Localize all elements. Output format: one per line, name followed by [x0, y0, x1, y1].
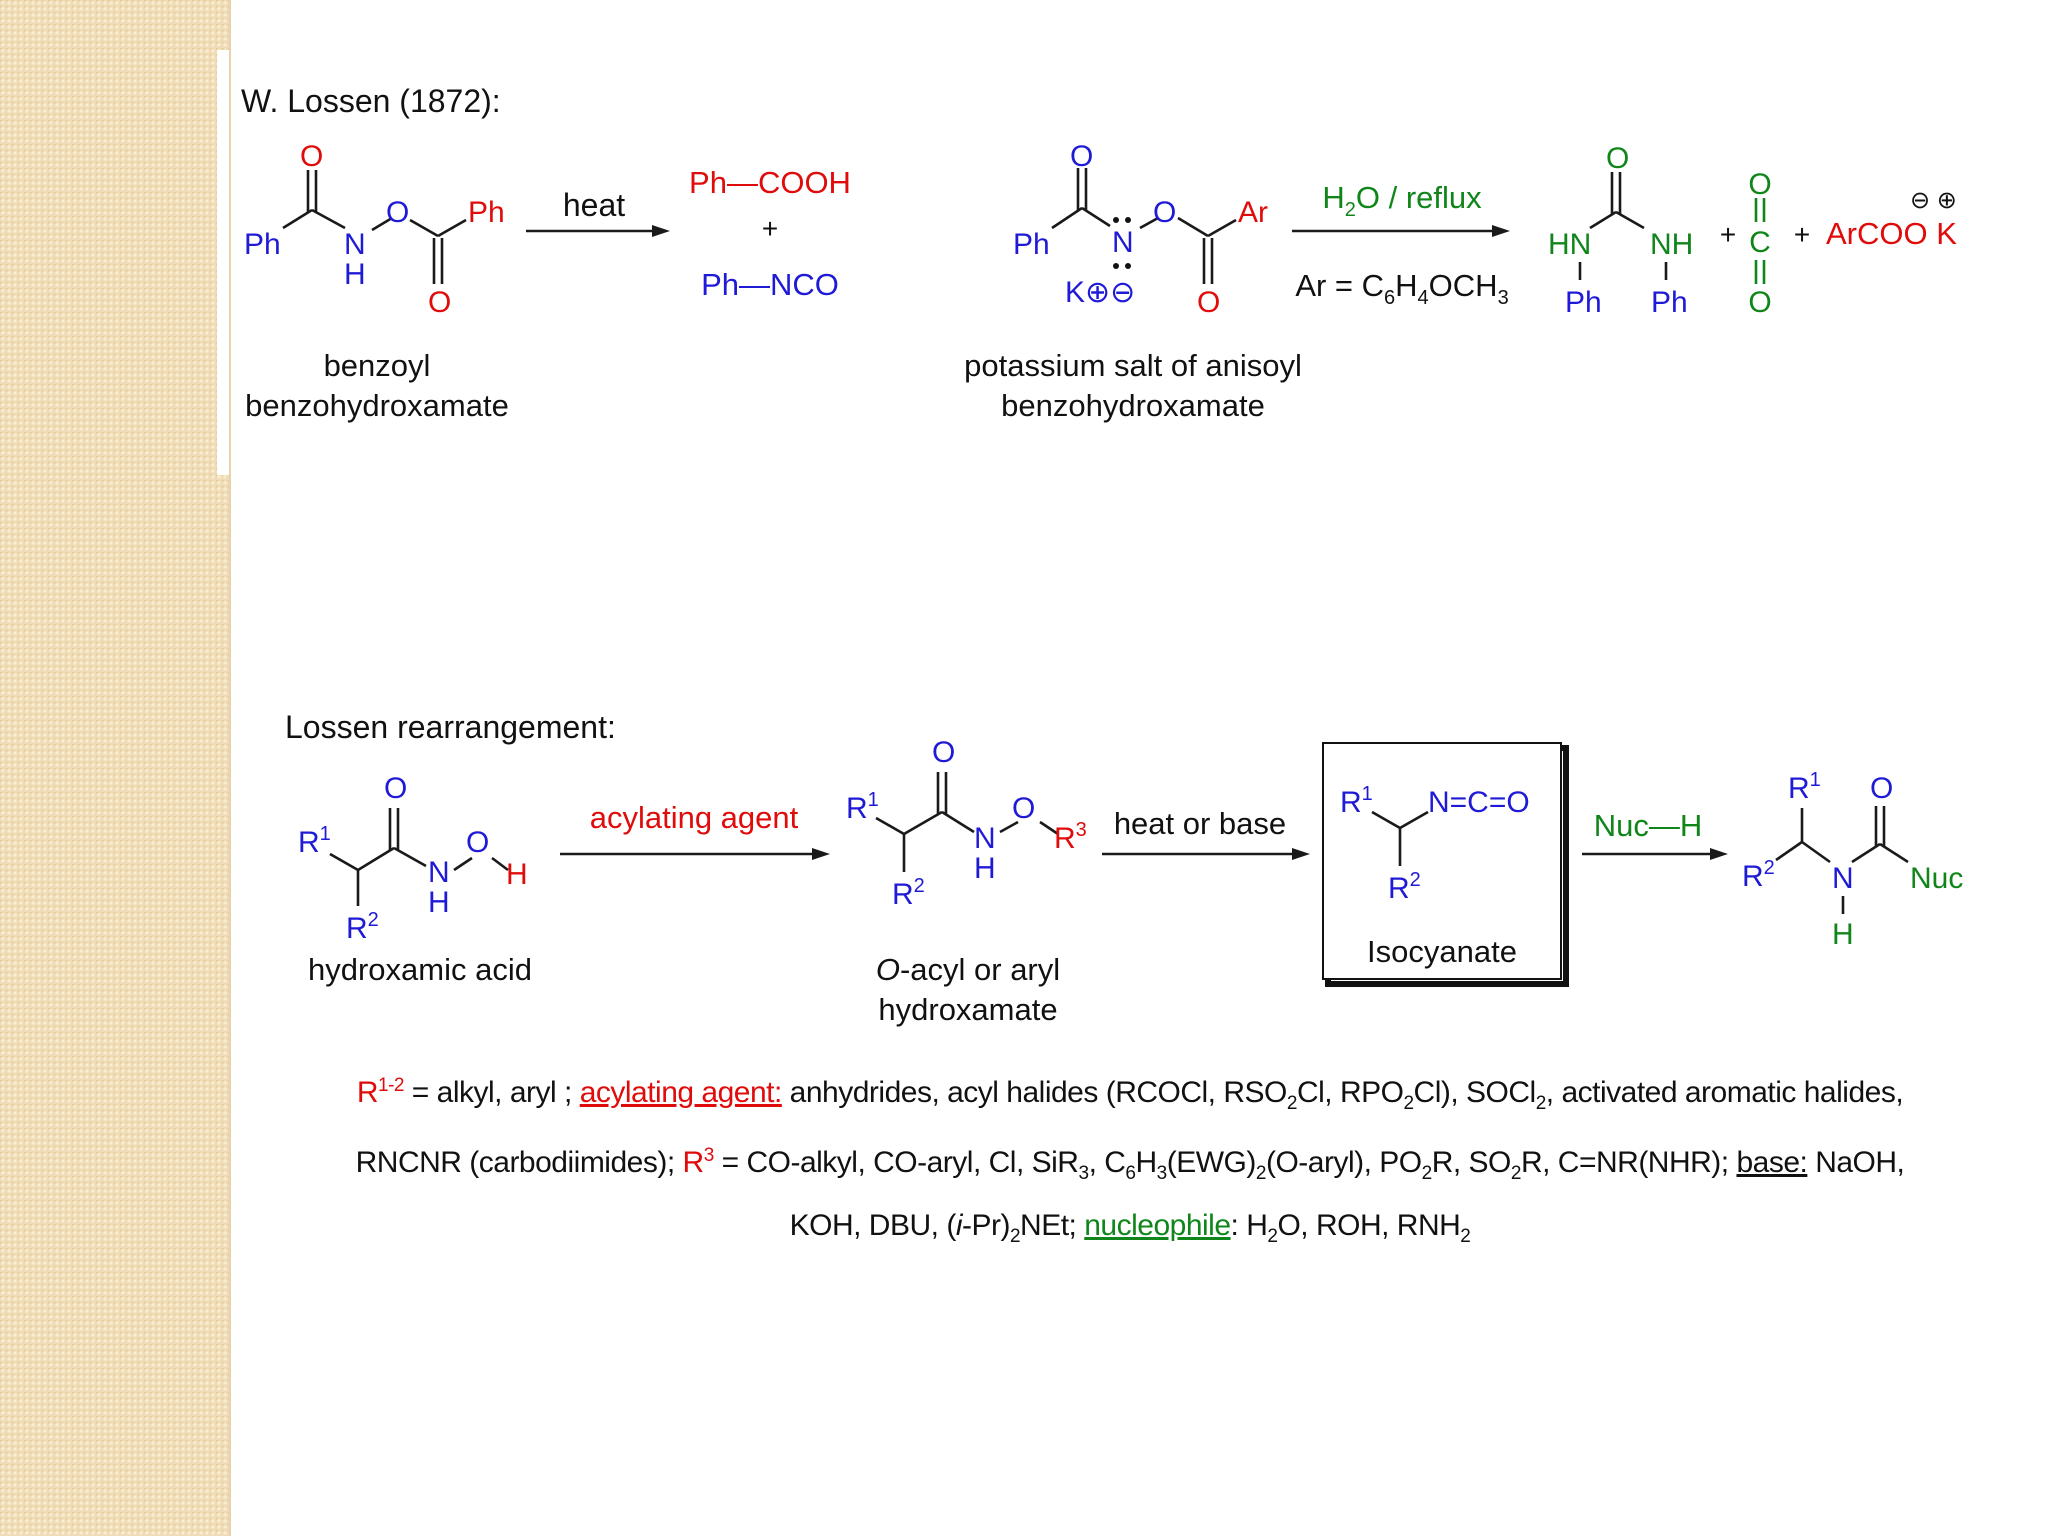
ac-o: O: [932, 736, 955, 769]
hx-h: H: [506, 858, 528, 891]
notes-line-3: KOH, DBU, (i-Pr)2NEt; nucleophile: H2O, …: [789, 1209, 1471, 1247]
arrow-reflux: [1292, 225, 1510, 237]
prod-o: O: [1870, 772, 1893, 805]
nucleophile-term: nucleophile: [1084, 1209, 1231, 1242]
ac-r1: R1: [846, 789, 879, 825]
arrow-acylation: [560, 848, 830, 860]
prod-nuc: Nuc: [1910, 862, 1963, 895]
prod-r1: R1: [1788, 769, 1821, 805]
final-product-structure: R1 O R2 N Nuc H: [1742, 769, 1963, 951]
arrow-nucleophile: [1582, 848, 1728, 860]
atom-ph-left: Ph: [244, 228, 281, 261]
isocyanate-label: Isocyanate: [1367, 934, 1517, 969]
hx-o: O: [384, 772, 407, 805]
hx-r2: R2: [346, 909, 379, 945]
atom2-ar: Ar: [1238, 196, 1268, 229]
co2-c: C: [1749, 226, 1771, 259]
atom2-o-top: O: [1070, 140, 1093, 173]
notes-line-1: R1-2 = alkyl, aryl ; acylating agent: an…: [356, 1075, 1904, 1114]
atom2-o-bridge: O: [1153, 196, 1176, 229]
notes-line-2: RNCNR (carbodiimides); R3 = CO-alkyl, CO…: [355, 1145, 1905, 1184]
arrow2-label-bottom: Ar = C6H4OCH3: [1295, 268, 1508, 309]
decorative-sidebar: [0, 0, 229, 1536]
arrow2-label-top: H2O / reflux: [1322, 180, 1482, 221]
potassium-salt-structure: O Ph N K⊕⊖ O Ar O: [1013, 140, 1268, 319]
hydroxamic-acid-label: hydroxamic acid: [308, 952, 532, 987]
acyl-hydroxamate-structure: R1 O N H O R3 R2: [846, 736, 1087, 911]
hx-r1: R1: [298, 823, 331, 859]
ac-r2: R2: [892, 875, 925, 911]
reactant2-label-line2: benzohydroxamate: [1001, 388, 1265, 423]
ac-r3: R3: [1054, 819, 1087, 855]
iso-nco: N=C=O: [1428, 786, 1530, 819]
bottom-header: Lossen rearrangement:: [285, 709, 616, 745]
urea-nh: NH: [1650, 228, 1693, 261]
products2-plus1: +: [1720, 219, 1736, 250]
hx-n: N: [428, 856, 450, 889]
reactant2-label-line1: potassium salt of anisoyl: [964, 348, 1302, 383]
arrow-label-nuc-h: Nuc—H: [1594, 808, 1703, 843]
atom-n: N: [344, 228, 366, 261]
co2-o1: O: [1748, 168, 1771, 201]
salt-charges: ⊖ ⊕: [1910, 187, 1957, 214]
arrow-heat-or-base: [1102, 848, 1310, 860]
atom2-ph-left: Ph: [1013, 228, 1050, 261]
product-phenyl-isocyanate: Ph—NCO: [701, 267, 839, 302]
atom2-n: N: [1112, 226, 1134, 259]
atom-ph-right: Ph: [468, 196, 505, 229]
top-header: W. Lossen (1872):: [241, 83, 501, 119]
acylating-agent-term: acylating agent:: [579, 1076, 783, 1109]
atom-o-bridge: O: [386, 196, 409, 229]
hx-o2: O: [466, 826, 489, 859]
atom-h: H: [344, 258, 366, 291]
urea-hn: HN: [1548, 228, 1591, 261]
urea-ph2: Ph: [1651, 286, 1688, 319]
prod-h: H: [1832, 918, 1854, 951]
acyl-label-line2: hydroxamate: [878, 992, 1057, 1027]
products2-plus2: +: [1794, 219, 1810, 250]
product-plus: +: [762, 213, 778, 244]
sidebar-edge: [229, 0, 231, 1536]
isocyanate-box: R1 N=C=O R2 Isocyanate: [1322, 742, 1569, 987]
arrow1-label-heat: heat: [563, 187, 625, 223]
base-term: base:: [1736, 1146, 1808, 1179]
ac-h: H: [974, 852, 996, 885]
atom2-o-bottom: O: [1197, 286, 1220, 319]
ac-o2: O: [1012, 792, 1035, 825]
arrow-label-heat-or-base: heat or base: [1114, 806, 1286, 841]
acyl-label-line1: O-acyl or aryl: [876, 952, 1060, 987]
diphenylurea-structure: O HN NH Ph Ph: [1548, 142, 1693, 319]
sidebar-white-stripe: [217, 50, 229, 475]
product-benzoic-acid: Ph—COOH: [689, 165, 851, 200]
urea-o: O: [1606, 142, 1629, 175]
reaction-notes: R1-2 = alkyl, aryl ; acylating agent: an…: [330, 1060, 1930, 1263]
co2-structure: O C O: [1748, 168, 1771, 319]
arrow-heat: [526, 225, 670, 237]
hx-h-n: H: [428, 886, 450, 919]
prod-r2: R2: [1742, 857, 1775, 893]
hydroxamic-acid-structure: R1 O N H O H R2: [298, 772, 528, 945]
ac-n: N: [974, 822, 996, 855]
atom-o-top: O: [300, 140, 323, 173]
prod-n: N: [1832, 862, 1854, 895]
atom-o-bottom: O: [428, 286, 451, 319]
arrow-label-acylating-agent: acylating agent: [590, 800, 799, 835]
benzoyl-benzohydroxamate-structure: O Ph N H O Ph O: [244, 140, 505, 319]
urea-ph1: Ph: [1565, 286, 1602, 319]
potassium-aroate-salt: ArCOO K: [1826, 216, 1957, 251]
reactant1-label-line1: benzoyl: [324, 348, 431, 383]
co2-o2: O: [1748, 286, 1771, 319]
atom2-k-charge: K⊕⊖: [1065, 276, 1135, 309]
reactant1-label-line2: benzohydroxamate: [245, 388, 509, 423]
